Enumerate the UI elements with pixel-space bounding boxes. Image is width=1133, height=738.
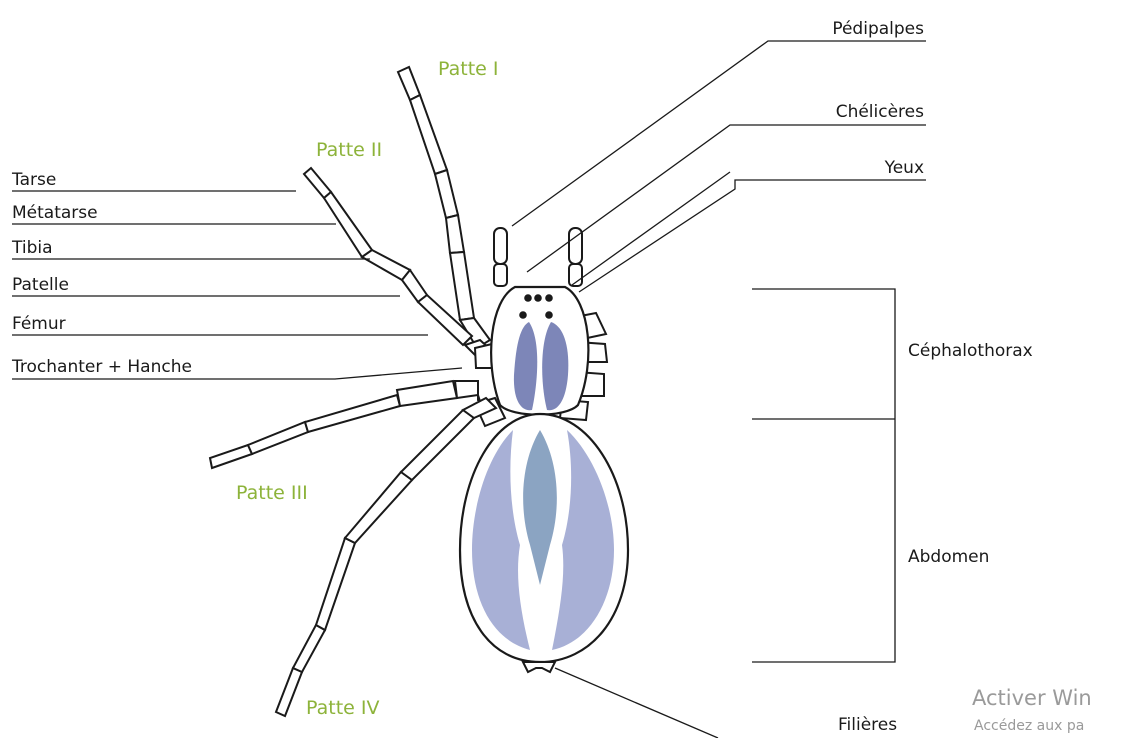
leg-3-label: Patte III (236, 482, 308, 504)
label-femur: Fémur (12, 314, 66, 334)
label-cephalothorax: Céphalothorax (908, 341, 1033, 361)
label-abdomen: Abdomen (908, 547, 989, 567)
label-tarse: Tarse (11, 170, 56, 190)
activation-watermark-subtitle: Accédez aux pa (974, 718, 1084, 734)
cephalothorax-shape (491, 287, 588, 415)
leg-1-label: Patte I (438, 58, 498, 80)
pedipalps (494, 228, 582, 286)
activation-watermark-title: Activer Win (972, 686, 1092, 710)
label-yeux: Yeux (884, 158, 924, 178)
spinnerets (523, 662, 555, 672)
leg-2-label: Patte II (316, 139, 382, 161)
label-patelle: Patelle (12, 275, 69, 295)
label-tibia: Tibia (11, 238, 53, 258)
label-cheliceres: Chélicères (836, 102, 924, 122)
abdomen-shape (460, 414, 628, 662)
label-trochanter-hanche: Trochanter + Hanche (11, 357, 192, 377)
leg-4-label: Patte IV (306, 697, 379, 719)
label-filieres: Filières (838, 715, 897, 735)
label-metatarse: Métatarse (12, 203, 98, 223)
leg-1-left (398, 67, 490, 348)
label-pedipalpes: Pédipalpes (832, 19, 924, 39)
